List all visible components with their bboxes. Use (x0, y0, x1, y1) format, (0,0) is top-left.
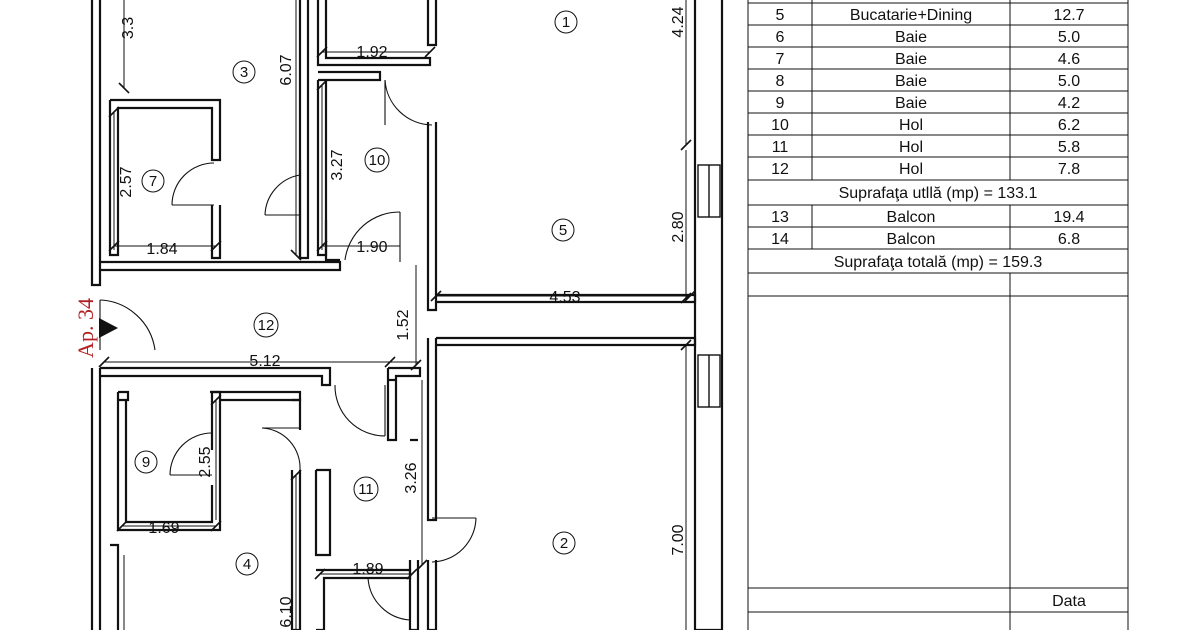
room-marker-12: 12 (253, 312, 279, 338)
room-number: 1 (562, 14, 570, 31)
room-name: Balcon (887, 209, 936, 226)
room-area: 5.0 (1058, 73, 1080, 90)
room-marker-10: 10 (364, 147, 390, 173)
dim-label: 2.80 (670, 211, 687, 242)
room-marker-7: 7 (141, 169, 165, 193)
room-name: Baie (895, 29, 927, 46)
room-number: 2 (560, 535, 568, 552)
room-markers: 1 2 3 4 5 7 9 10 (134, 10, 578, 576)
table-row: 13 Balcon 19.4 (771, 209, 1085, 226)
room-number: 10 (369, 152, 386, 169)
entrance-door-swing (99, 299, 156, 351)
row-number: 8 (776, 73, 785, 90)
row-number: 10 (771, 117, 789, 134)
apartment-label: Ap. 34 (73, 298, 98, 358)
dim-label: 3.26 (403, 462, 420, 493)
dim-label: 4.24 (670, 6, 687, 37)
room-area: 12.7 (1053, 7, 1084, 24)
table-row: 9 Baie 4.2 (776, 95, 1081, 112)
room-area: 19.4 (1053, 209, 1084, 226)
dim-label: 3.3 (120, 17, 137, 39)
room-name: Baie (895, 73, 927, 90)
room-number: 5 (559, 222, 567, 239)
dim-label: 4.53 (549, 289, 580, 306)
dim-label: 1.89 (352, 561, 383, 578)
room-name: Hol (899, 139, 923, 156)
room-name: Hol (899, 117, 923, 134)
row-number: 6 (776, 29, 785, 46)
room-name: Baie (895, 95, 927, 112)
walls (90, 0, 724, 630)
row-number: 9 (776, 95, 785, 112)
area-table: 5 Bucatarie+Dining 12.7 6 Baie 5.0 7 Bai… (747, 0, 1129, 630)
table-row: 12 Hol 7.8 (771, 161, 1080, 178)
row-number: 12 (771, 161, 789, 178)
table-row: 7 Baie 4.6 (776, 51, 1081, 68)
table-row: 8 Baie 5.0 (776, 73, 1081, 90)
room-marker-2: 2 (552, 531, 576, 555)
row-number: 11 (772, 139, 789, 156)
dimension-lines (98, 0, 696, 630)
room-number: 11 (358, 481, 374, 498)
useful-area-total: Suprafaţa utllă (mp) = 133.1 (839, 185, 1038, 202)
room-number: 4 (243, 556, 251, 573)
room-marker-5: 5 (551, 218, 575, 242)
row-number: 13 (771, 209, 789, 226)
dimension-labels: 3.3 6.07 1.92 4.24 3.27 2.57 1.84 1.90 2… (118, 6, 687, 627)
table-row: 11 Hol 5.8 (772, 139, 1081, 156)
room-name: Bucatarie+Dining (850, 7, 972, 24)
room-marker-4: 4 (235, 552, 259, 576)
dim-label: 7.00 (670, 524, 687, 555)
dim-label: 5.12 (249, 353, 280, 370)
dim-label: 2.57 (118, 166, 135, 197)
total-area: Suprafaţa totală (mp) = 159.3 (834, 254, 1043, 271)
row-number: 7 (776, 51, 785, 68)
dim-label: 1.84 (146, 241, 177, 258)
room-marker-9: 9 (134, 450, 158, 474)
table-row: 14 Balcon 6.8 (771, 231, 1080, 248)
room-name: Balcon (887, 231, 936, 248)
table-row: 5 Bucatarie+Dining 12.7 (776, 7, 1085, 24)
room-area: 6.2 (1058, 117, 1080, 134)
dim-label: 3.27 (329, 149, 346, 180)
room-number: 7 (149, 173, 157, 190)
dim-label: 1.90 (356, 239, 387, 256)
room-name: Hol (899, 161, 923, 178)
dim-label: 1.92 (356, 44, 387, 61)
room-name: Baie (895, 51, 927, 68)
room-marker-11: 11 (353, 476, 379, 502)
room-area: 5.8 (1058, 139, 1080, 156)
dim-label: 1.69 (148, 520, 179, 537)
table-row: 10 Hol 6.2 (771, 117, 1080, 134)
room-marker-1: 1 (554, 10, 578, 34)
row-number: 14 (771, 231, 789, 248)
date-label: Data (1052, 593, 1086, 610)
dim-label: 6.10 (278, 596, 295, 627)
row-number: 5 (776, 7, 785, 24)
room-area: 5.0 (1058, 29, 1080, 46)
table-row: 6 Baie 5.0 (776, 29, 1081, 46)
room-marker-3: 3 (232, 60, 256, 84)
doors (99, 79, 477, 621)
room-number: 3 (240, 64, 248, 81)
room-area: 6.8 (1058, 231, 1080, 248)
dim-label: 6.07 (278, 54, 295, 85)
room-area: 7.8 (1058, 161, 1080, 178)
room-area: 4.6 (1058, 51, 1080, 68)
room-number: 12 (258, 317, 275, 334)
entrance-arrow-icon (99, 318, 118, 338)
dim-label: 1.52 (395, 309, 412, 340)
dim-label: 2.55 (197, 446, 214, 477)
room-area: 4.2 (1058, 95, 1080, 112)
room-number: 9 (142, 454, 150, 471)
